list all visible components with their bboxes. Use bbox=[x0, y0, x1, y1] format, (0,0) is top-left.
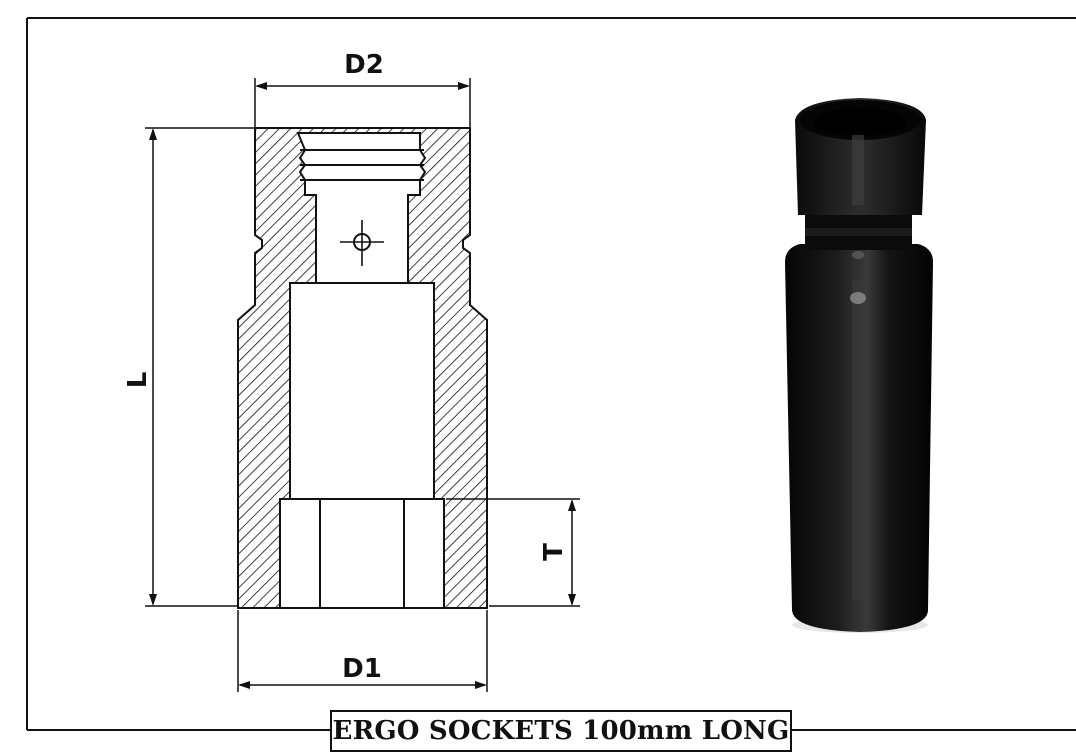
label-d1: D1 bbox=[342, 654, 382, 684]
socket-photo bbox=[785, 98, 933, 633]
caption-text: ERGO SOCKETS 100mm LONG bbox=[332, 716, 790, 746]
frame-border bbox=[26, 17, 1076, 731]
pin-hole-crosshair-icon bbox=[340, 220, 384, 266]
dimension-l: L bbox=[123, 127, 255, 607]
hex-cavity bbox=[279, 498, 445, 609]
label-l: L bbox=[123, 372, 153, 389]
dimension-d2: D2 bbox=[254, 50, 471, 128]
socket-cross-section bbox=[237, 127, 488, 609]
dimension-d1: D1 bbox=[237, 610, 488, 692]
caption-box: ERGO SOCKETS 100mm LONG bbox=[330, 710, 792, 752]
bore-cavity bbox=[289, 282, 435, 500]
dimension-t: T bbox=[446, 498, 580, 607]
label-t: T bbox=[539, 543, 569, 561]
label-d2: D2 bbox=[344, 50, 384, 80]
